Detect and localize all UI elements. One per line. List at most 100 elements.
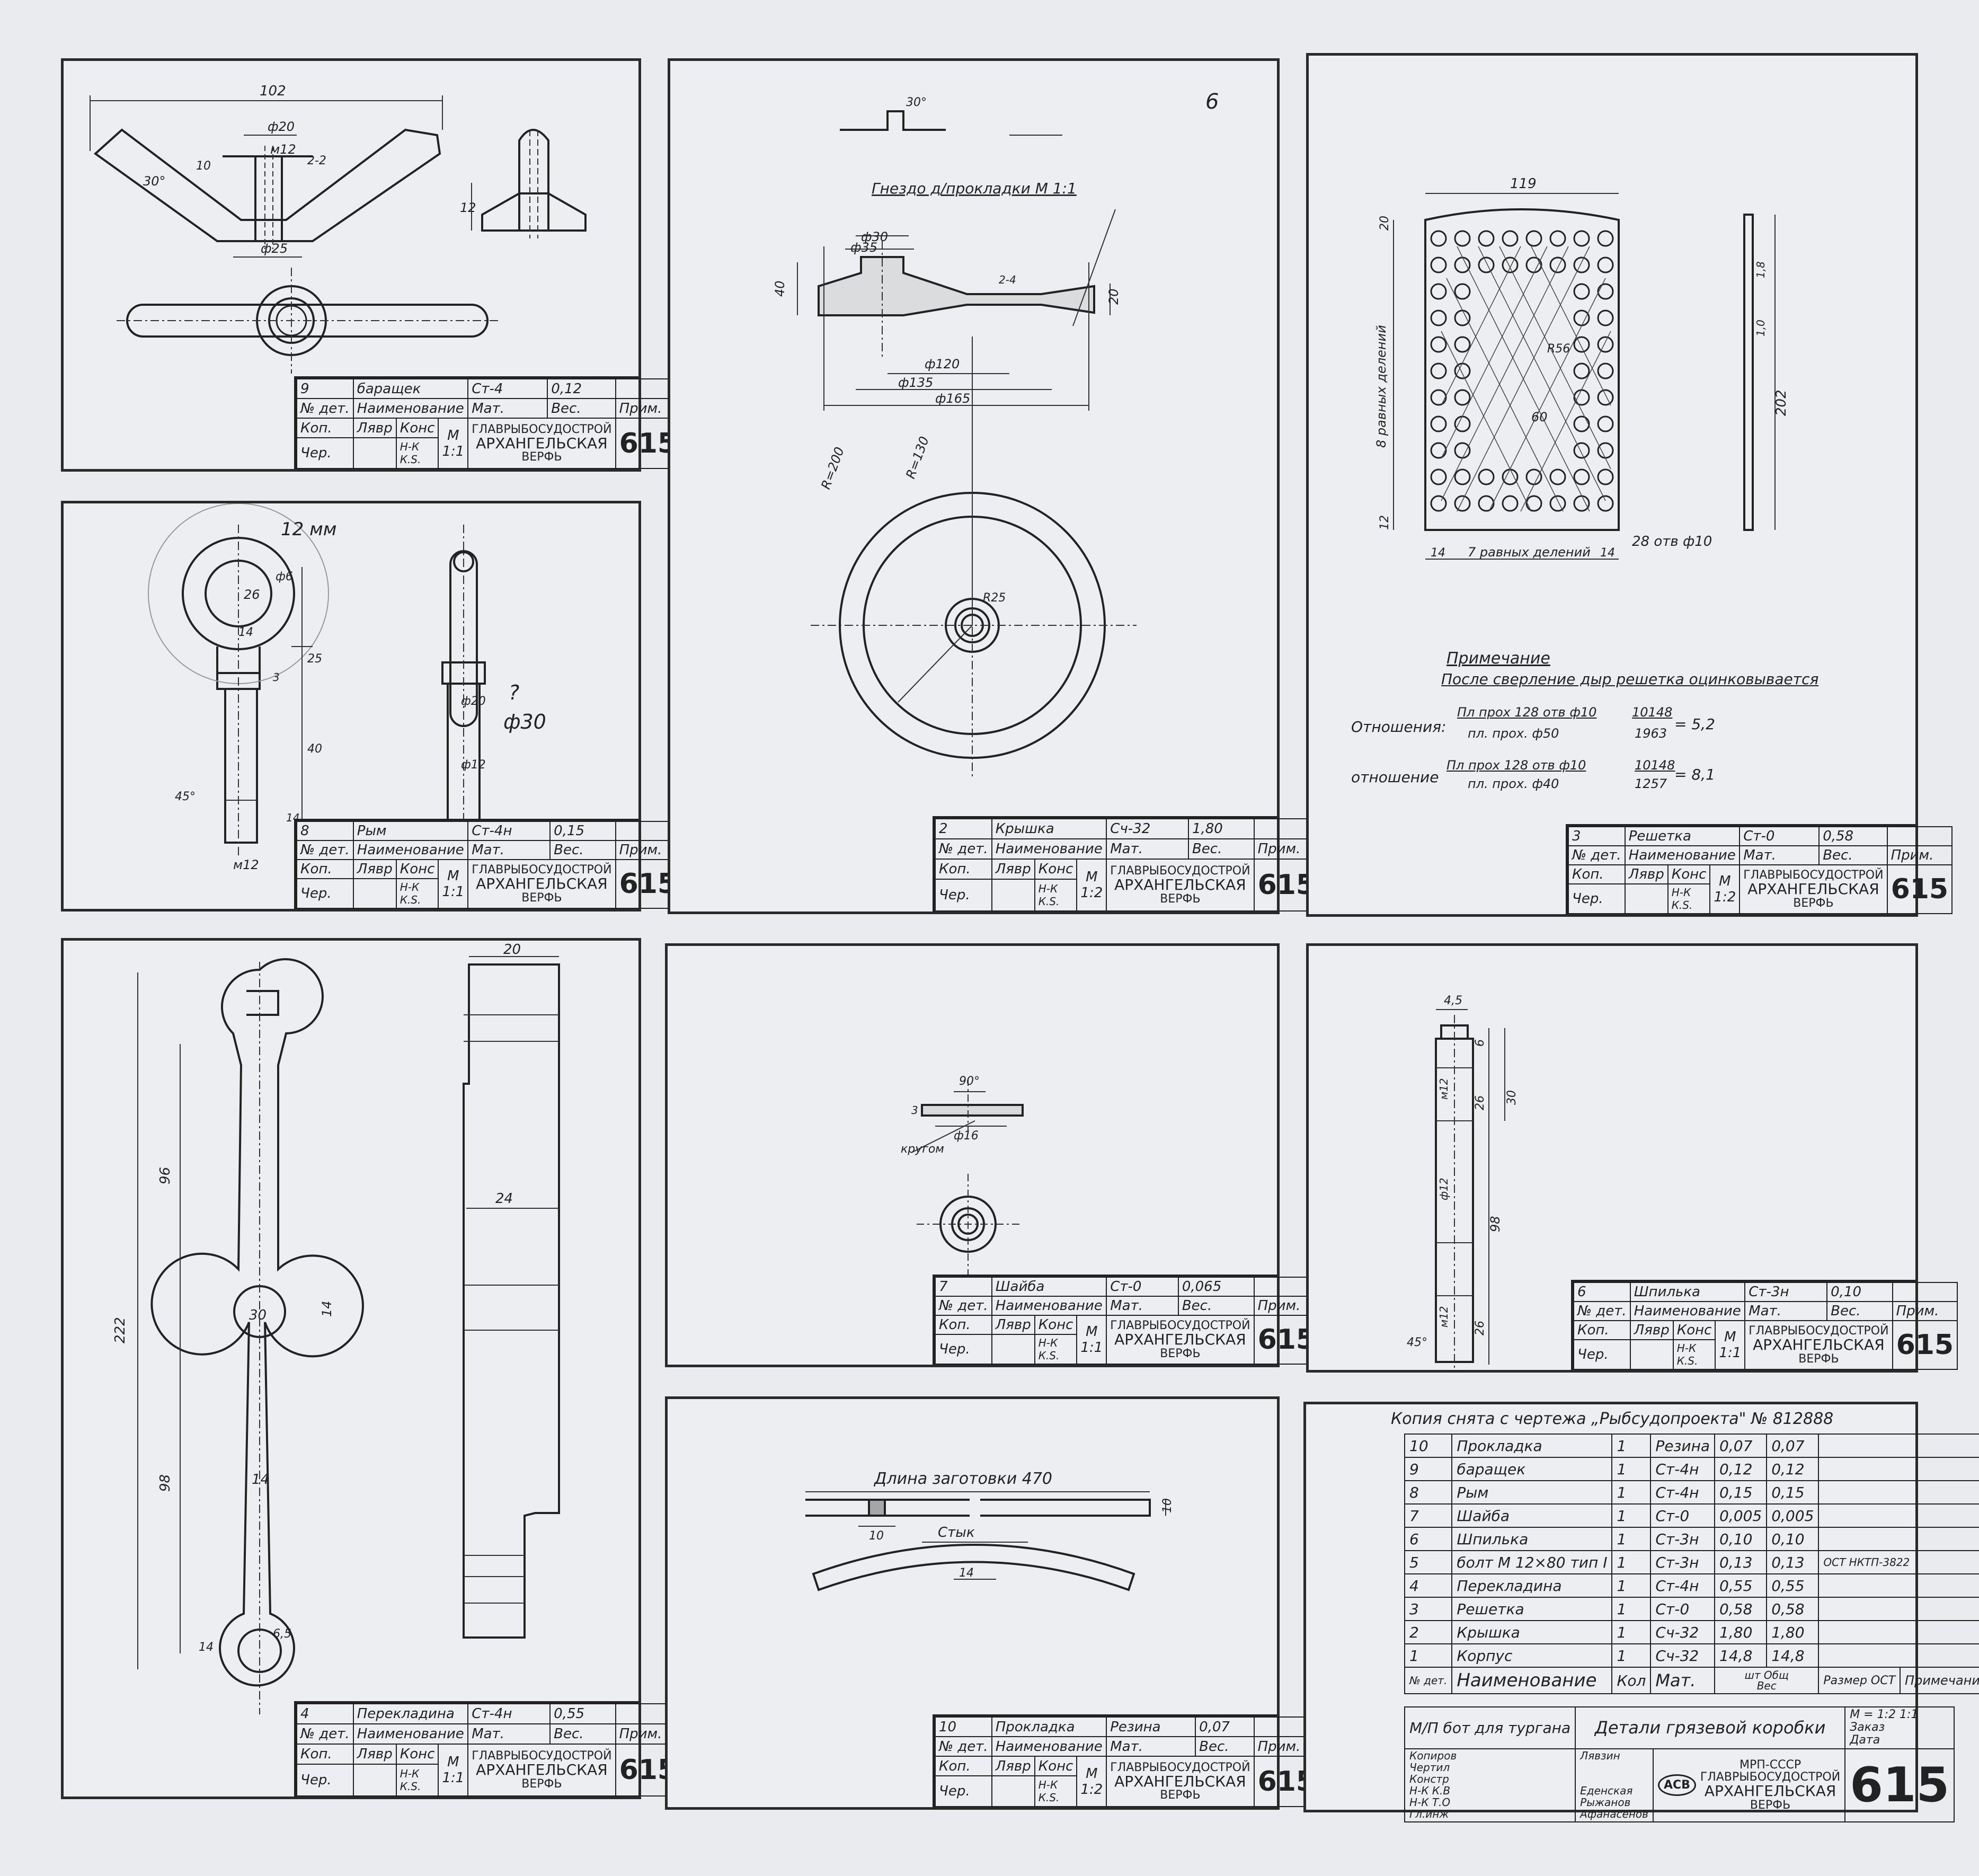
- label-m: М: [1086, 1323, 1098, 1340]
- part-scale: 1:1: [442, 883, 465, 900]
- dim-r200: R=200: [818, 445, 847, 491]
- part-number: 10: [935, 1716, 992, 1738]
- grate-hole: [1597, 389, 1614, 406]
- label-name: Наименование: [352, 398, 469, 419]
- label-kop: Коп.: [935, 1756, 992, 1777]
- label-note: Прим.: [1892, 1300, 1958, 1321]
- signature-name: Рыжанов: [1580, 1795, 1631, 1809]
- part-name: Крышка: [991, 818, 1107, 840]
- grate-hole: [1525, 256, 1542, 273]
- grate-hole: [1454, 389, 1471, 406]
- dim-height: 12: [460, 200, 476, 215]
- ratio-2-vden: 1257: [1635, 776, 1667, 791]
- bom-cell: 0,12: [1766, 1457, 1820, 1481]
- dim-d20: ф20: [268, 119, 295, 134]
- grate-hole: [1430, 283, 1447, 300]
- label-kop: Коп.: [296, 859, 354, 879]
- label-weight: Вес.: [1818, 845, 1888, 865]
- grate-hole: [1597, 230, 1614, 247]
- bom-cell: 0,58: [1766, 1597, 1820, 1621]
- bom-cell: Ст-4н: [1650, 1480, 1716, 1505]
- label-lyavr: Лявр: [991, 859, 1035, 880]
- grate-hole: [1573, 230, 1590, 247]
- grate-hole: [1597, 309, 1614, 326]
- panel-grate: 119 20 12 8 равных делений 7 равных деле…: [1306, 53, 1953, 917]
- dim-r25: R25: [983, 591, 1006, 605]
- dim-bottom: 12: [1378, 515, 1391, 530]
- label-lyavr: Лявр: [991, 1314, 1035, 1335]
- label-cher: Чер.: [1573, 1339, 1631, 1370]
- label-m: М: [1724, 1329, 1736, 1345]
- label-ks: К.S.: [1038, 895, 1060, 908]
- bom-cell: Ст-0: [1650, 1597, 1716, 1621]
- grate-hole: [1478, 468, 1495, 485]
- label-mat: Мат.: [467, 1723, 551, 1745]
- dim-d12: ф12: [1437, 1178, 1450, 1200]
- grate-hole: [1454, 415, 1471, 432]
- label-kon: Конс: [1034, 1314, 1078, 1335]
- label-mat: Мат.: [1744, 1300, 1828, 1321]
- bom-cell: 14,8: [1714, 1643, 1768, 1668]
- label-weight: Вес.: [547, 398, 616, 419]
- grate-hole: [1430, 256, 1447, 273]
- bom-cell: 0,005: [1714, 1503, 1768, 1528]
- dim-top: 6: [1474, 1039, 1487, 1047]
- part-scale: 1:2: [1714, 889, 1736, 905]
- label-nk: Н-К: [400, 440, 420, 454]
- bom-cell: 0,10: [1714, 1527, 1768, 1551]
- label-ks: К.S.: [400, 893, 421, 906]
- grate-hole: [1573, 442, 1590, 459]
- dim-top: 20: [503, 942, 521, 958]
- dim-m12: м12: [233, 857, 259, 872]
- grate-hole: [1597, 283, 1614, 300]
- dim-h20: 20: [1106, 288, 1121, 305]
- label-kon: Конс: [395, 1744, 439, 1765]
- dim-r2: 6,5: [273, 1627, 291, 1641]
- dim-side-l: 14: [1431, 546, 1445, 560]
- part-name: Шайба: [991, 1277, 1107, 1297]
- dim-angle: 60: [1531, 410, 1548, 424]
- label-nk: Н-К: [400, 880, 420, 893]
- grate-hole: [1573, 362, 1590, 379]
- bom-cell: 7: [1404, 1503, 1453, 1528]
- grate-hole: [1478, 256, 1495, 273]
- bom-cell: 14,8: [1766, 1643, 1820, 1668]
- cross-bar-drawing: 20 222 96 98 30 14 24 14 14 6,5: [112, 942, 560, 1714]
- dim-angle: 45°: [1407, 1336, 1427, 1349]
- label-kon: Конс: [1667, 864, 1711, 884]
- nest-label: Гнездо д/прокладки М 1:1: [872, 180, 1077, 197]
- label-cher: Чер.: [296, 437, 354, 469]
- grate-hole: [1430, 362, 1447, 379]
- grate-hole: [1597, 336, 1614, 353]
- label-cher: Чер.: [935, 1775, 992, 1807]
- label-det-no: № дет.: [935, 1295, 992, 1316]
- dim-width: 119: [1510, 176, 1537, 192]
- bom-cell: [1818, 1480, 1979, 1505]
- ratio-2-result: = 8,1: [1674, 766, 1715, 783]
- bom-cell: 1: [1611, 1457, 1652, 1481]
- bom-cell: 0,55: [1714, 1573, 1768, 1598]
- bom-cell: 1: [1611, 1550, 1652, 1574]
- part-name: Решетка: [1624, 826, 1741, 846]
- bom-cell: [1818, 1503, 1979, 1528]
- label-det-no: № дет.: [296, 398, 354, 419]
- panel-bill-of-materials: Копия снята с чертежа „Рыбсудопроекта" №…: [1303, 1402, 1979, 1822]
- bom-cell: Перекладина: [1451, 1573, 1613, 1598]
- part-scale: 1:2: [1080, 885, 1103, 901]
- signature-role: Н-К К.В: [1409, 1784, 1451, 1797]
- note-title: Примечание: [1446, 649, 1550, 668]
- bom-cell: 1: [1611, 1527, 1652, 1551]
- label-nk: Н-К: [400, 1767, 420, 1781]
- bom-cell: баращек: [1451, 1457, 1613, 1481]
- label-around: кругом: [901, 1143, 944, 1156]
- ratio-1-vden: 1963: [1635, 726, 1667, 741]
- label-det-no: № дет.: [1568, 845, 1626, 865]
- dim-length-label: Длина заготовки 470: [873, 1470, 1052, 1488]
- label-kon: Конс: [395, 859, 439, 879]
